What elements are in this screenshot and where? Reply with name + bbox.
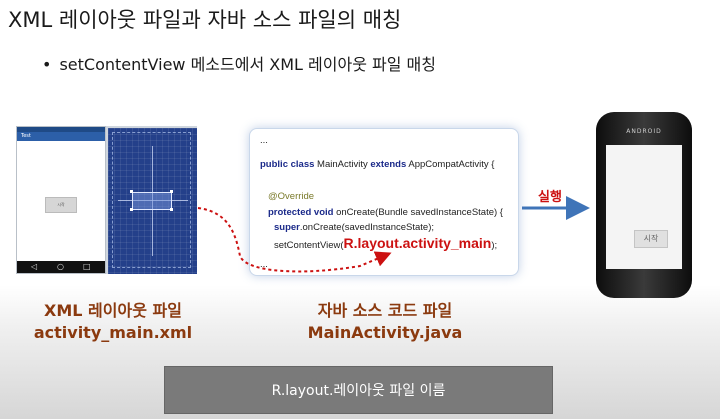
blueprint-button	[132, 192, 172, 210]
bullet-point: • setContentView 메소드에서 XML 레이아웃 파일 매칭	[42, 51, 436, 75]
resize-handle	[170, 208, 173, 211]
resize-handle	[130, 190, 133, 193]
code-keyword: protected void	[268, 207, 334, 218]
bullet-dot: •	[42, 55, 52, 74]
app-bar-title: Test	[21, 133, 31, 139]
code-text: MainActivity	[314, 159, 371, 170]
blueprint-view	[108, 128, 197, 274]
android-phone: ANDROID 시작	[596, 112, 692, 298]
code-text: setContentView(	[274, 240, 344, 251]
bottom-note-text: R.layout.레이아웃 파일 이름	[271, 383, 446, 399]
code-keyword: extends	[370, 159, 407, 170]
phone-screen: 시작	[606, 145, 682, 269]
phone-brand: ANDROID	[626, 128, 662, 135]
run-label: 실행	[538, 190, 562, 205]
bottom-note-bar: R.layout.레이아웃 파일 이름	[164, 366, 553, 414]
java-caption-title: 자바 소스 코드 파일	[317, 301, 453, 320]
code-text: AppCompatActivity {	[406, 159, 495, 170]
layout-editor-screenshot: Test 시작 ◁ ○ □	[16, 126, 197, 274]
home-icon: ○	[57, 262, 64, 271]
match-arrow	[197, 207, 392, 273]
resize-handle	[170, 190, 173, 193]
code-text: .onCreate(savedInstanceState);	[299, 222, 435, 233]
java-code-box: ... public class MainActivity extends Ap…	[249, 128, 519, 276]
java-caption-file: MainActivity.java	[307, 323, 463, 342]
phone-start-button: 시작	[634, 230, 668, 248]
xml-caption-title: XML 레이아웃 파일	[44, 301, 182, 320]
recent-apps-icon: □	[83, 262, 91, 271]
code-line-super: super.onCreate(savedInstanceState);	[274, 222, 434, 233]
code-text: );	[491, 240, 498, 251]
code-text: onCreate(Bundle savedInstanceState) {	[333, 207, 503, 218]
code-line-annotation: @Override	[268, 191, 315, 202]
preview-button: 시작	[45, 197, 77, 213]
layout-reference-highlight: R.layout.activity_main	[343, 235, 492, 251]
resize-handle	[130, 208, 133, 211]
nav-bar: ◁ ○ □	[17, 261, 105, 273]
code-line-setcontentview: setContentView(R.layout.activity_main);	[274, 235, 497, 251]
code-keyword: super	[274, 222, 300, 233]
code-ellipsis-top: ...	[260, 135, 268, 146]
bullet-text: setContentView 메소드에서 XML 레이아웃 파일 매칭	[59, 55, 436, 74]
xml-caption-file: activity_main.xml	[33, 323, 193, 342]
code-ellipsis-bottom: ...	[260, 259, 268, 270]
code-line-class: public class MainActivity extends AppCom…	[260, 159, 494, 170]
back-icon: ◁	[31, 262, 38, 271]
design-view: Test 시작 ◁ ○ □	[16, 126, 106, 274]
status-bar	[17, 127, 105, 132]
code-keyword: public class	[260, 159, 315, 170]
slide-title: XML 레이아웃 파일과 자바 소스 파일의 매칭	[8, 8, 402, 32]
blueprint-frame	[112, 132, 191, 268]
code-line-oncreate: protected void onCreate(Bundle savedInst…	[268, 207, 503, 218]
